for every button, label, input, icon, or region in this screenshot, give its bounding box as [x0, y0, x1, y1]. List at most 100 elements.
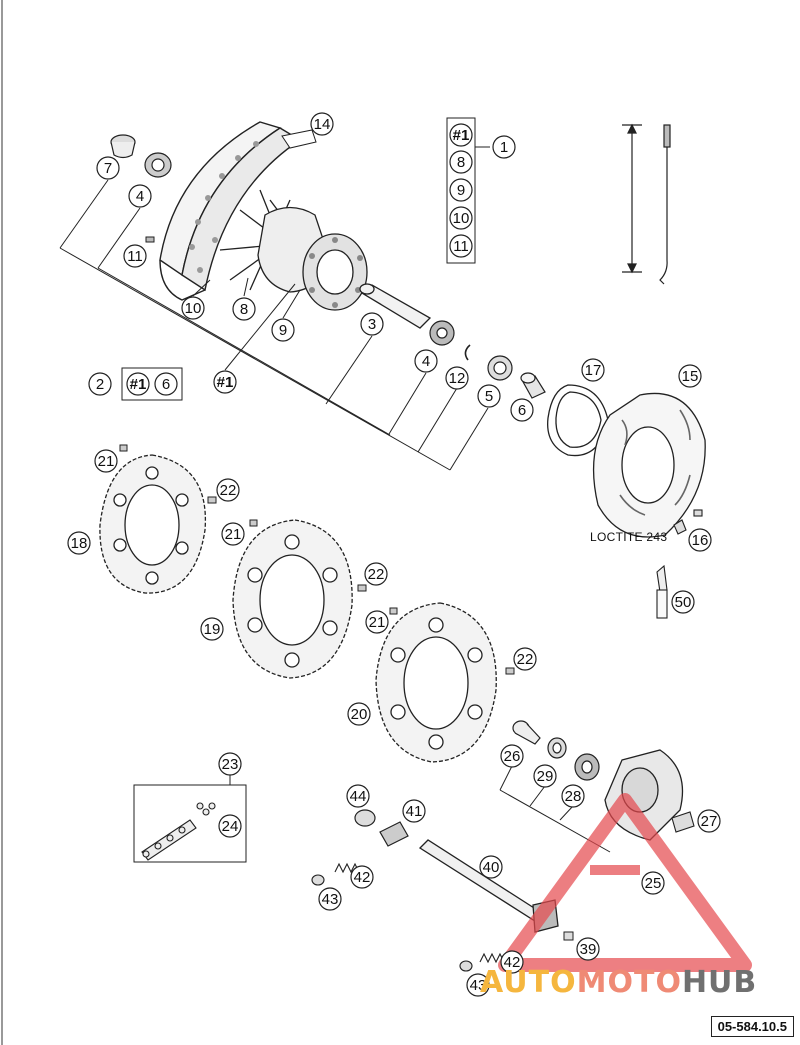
- callout-number: 6: [162, 376, 170, 393]
- callout-number: 24: [222, 818, 239, 835]
- brake-disc-15: [592, 392, 706, 538]
- callout-number: 17: [585, 362, 602, 379]
- callout-number: 50: [675, 594, 692, 611]
- kit1-item-4: 11: [449, 234, 473, 258]
- callout-29: 27: [697, 809, 721, 833]
- callout-circle: [533, 764, 557, 788]
- callout-number: 19: [204, 621, 221, 638]
- callout-circle: [200, 617, 224, 641]
- callout-number: 42: [354, 869, 371, 886]
- callout-circle: [364, 562, 388, 586]
- rim-tape: [281, 129, 317, 149]
- callout-34: 42: [350, 865, 374, 889]
- callout-circle: [449, 234, 473, 258]
- callout-circle: [466, 973, 490, 997]
- callout-18: 21: [221, 522, 245, 546]
- callout-number: 21: [98, 453, 115, 470]
- callout-number: 22: [220, 482, 237, 499]
- callout-number: 7: [104, 160, 112, 177]
- callout-number: 20: [351, 706, 368, 723]
- callout-21: 19: [200, 617, 224, 641]
- bearing-4-top: [144, 152, 172, 178]
- callout-number: 9: [457, 182, 465, 199]
- callout-number: 41: [406, 803, 423, 820]
- callout-15: 21: [94, 449, 118, 473]
- callout-number: 23: [222, 756, 239, 773]
- chain-link: [141, 802, 216, 861]
- callout-circle: [213, 370, 237, 394]
- callout-circle: [67, 531, 91, 555]
- watermark-text: AUTOMOTOHUB: [480, 965, 757, 1000]
- callout-number: 10: [185, 300, 202, 317]
- kit-group-2-box: [121, 367, 183, 401]
- seal-5: [487, 355, 513, 381]
- callout-39: 42: [500, 950, 524, 974]
- callout-circle: [360, 312, 384, 336]
- chain-adjuster-41: [379, 821, 409, 847]
- callout-number: #1: [217, 374, 234, 391]
- callout-number: 2: [96, 376, 104, 393]
- callout-circle: [641, 871, 665, 895]
- callout-circle: [123, 244, 147, 268]
- callout-circle: [96, 156, 120, 180]
- sprocket-20: [375, 602, 497, 763]
- callout-circle: [479, 855, 503, 879]
- callout-circle: [678, 364, 702, 388]
- watermark-part1: AUTO: [480, 965, 577, 1000]
- chain-box: [133, 784, 247, 863]
- callout-37: 25: [641, 871, 665, 895]
- callout-circle: [500, 950, 524, 974]
- screw-16: [673, 509, 703, 535]
- callout-circle: [88, 372, 112, 396]
- callout-circle: [671, 590, 695, 614]
- leader-lines: [59, 146, 611, 853]
- callout-circle: [445, 366, 469, 390]
- callout-number: 43: [470, 977, 487, 994]
- callout-number: 18: [71, 535, 88, 552]
- callout-number: 5: [485, 388, 493, 405]
- nut-44: [354, 809, 376, 827]
- callout-number: 25: [645, 875, 662, 892]
- kit-group-1-box: [446, 117, 476, 264]
- callout-circle: [581, 358, 605, 382]
- callout-24: 20: [347, 702, 371, 726]
- callout-25: 22: [513, 647, 537, 671]
- callout-circle: [449, 123, 473, 147]
- spacer-6: [520, 372, 546, 399]
- sprocket-19: [232, 519, 353, 679]
- gasket-17: [547, 384, 609, 457]
- watermark-part3: HUB: [681, 965, 758, 1000]
- callout-number: 6: [518, 402, 526, 419]
- callout-36: 43: [318, 887, 342, 911]
- callout-35: 40: [479, 855, 503, 879]
- kit1-item-2: 9: [449, 178, 473, 202]
- sprocket-18: [99, 454, 207, 594]
- nut-43: [311, 874, 473, 972]
- callout-circle: [513, 647, 537, 671]
- callout-circle: [477, 384, 501, 408]
- callout-1: 7: [96, 156, 120, 180]
- callout-number: 42: [504, 954, 521, 971]
- callout-number: #1: [130, 376, 147, 393]
- callout-17: 18: [67, 531, 91, 555]
- callout-number: 1: [500, 139, 508, 156]
- spring-42: [334, 862, 505, 964]
- seal-29: [547, 737, 567, 759]
- nipple-11: [145, 236, 155, 243]
- callout-32: 44: [346, 784, 370, 808]
- callout-circle: [510, 398, 534, 422]
- callout-circle: [347, 702, 371, 726]
- callout-circle: [271, 318, 295, 342]
- callout-circle: [218, 752, 242, 776]
- callout-4: 10: [181, 296, 205, 320]
- washer-39: [563, 931, 574, 941]
- spacer-7: [110, 134, 136, 159]
- kit2-ref: 2: [88, 372, 112, 396]
- callout-8: 3: [360, 312, 384, 336]
- callout-26: 26: [500, 744, 524, 768]
- callout-number: 11: [127, 248, 143, 265]
- callout-circle: [216, 478, 240, 502]
- callout-12: 6: [510, 398, 534, 422]
